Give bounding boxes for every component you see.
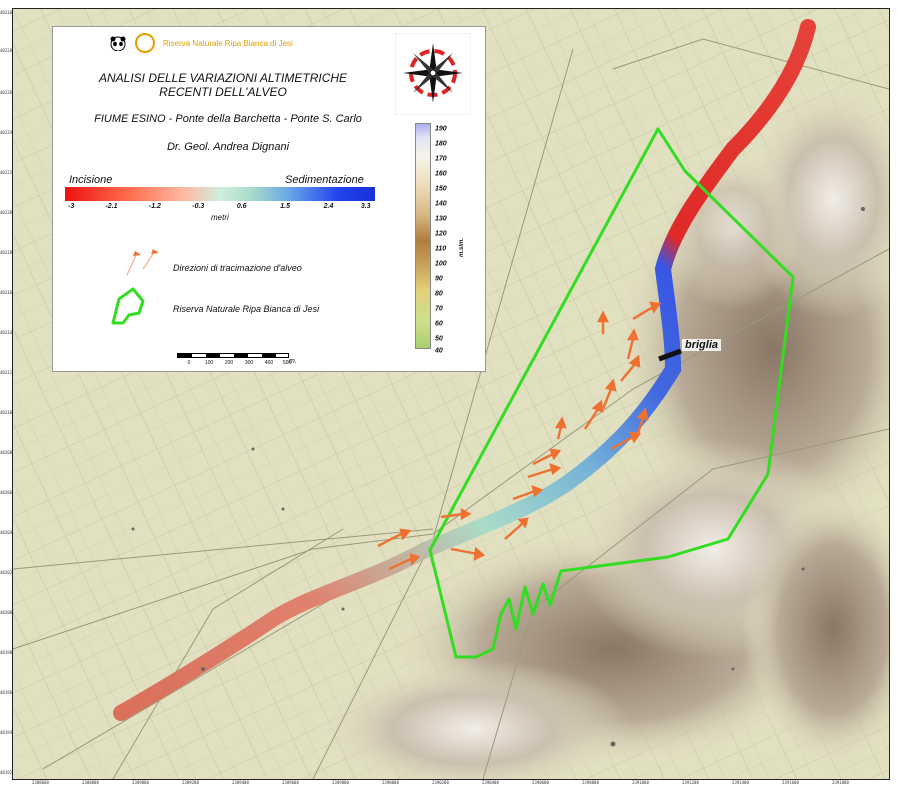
reserve-logo-text: Riserva Naturale Ripa Bianca di Jesi [163, 38, 293, 48]
map-author: Dr. Geol. Andrea Dignani [166, 141, 290, 153]
overflow-arrow-symbol [126, 249, 159, 276]
elevation-tick: 80 [435, 290, 443, 298]
colorbar-unit: metri [211, 213, 229, 222]
elevation-tick: 130 [435, 215, 447, 223]
scale-tick: 200 [224, 360, 234, 366]
elevation-tick: 100 [435, 260, 447, 268]
scale-tick: 400 [264, 360, 274, 366]
compass-rose-icon [395, 33, 471, 115]
elevation-colorbar [415, 123, 431, 349]
elevation-tick: 190 [435, 125, 447, 133]
reserve-boundary-symbol [111, 287, 145, 325]
elevation-unit: m.slm. [459, 237, 465, 257]
scale-ticks: 0 100 200 300 400 500 [177, 360, 317, 368]
overflow-arrows [377, 301, 662, 571]
reserve-boundary-legend-label: Riserva Naturale Ripa Bianca di Jesi [173, 304, 320, 314]
scale-unit: m. [289, 358, 297, 365]
elevation-tick: 90 [435, 275, 443, 283]
scale-tick: 100 [204, 360, 214, 366]
title-line-1: ANALISI DELLE VARIAZIONI ALTIMETRICHE [98, 71, 348, 85]
elevation-tick: 150 [435, 185, 447, 193]
briglia-dam [658, 348, 682, 362]
title-line-2: RECENTI DELL'ALVEO [159, 85, 287, 99]
map-subtitle: FIUME ESINO - Ponte della Barchetta - Po… [94, 113, 362, 125]
elevation-tick: 180 [435, 140, 447, 148]
elevation-tick: 60 [435, 320, 443, 328]
scale-tick: 500 [282, 360, 292, 366]
reserve-boundary [428, 127, 795, 659]
elevation-tick-labels: 190 180 170 160 150 140 130 120 110 100 … [435, 123, 459, 355]
reserve-logo-icon [135, 33, 155, 53]
map-legend: Riserva Naturale Ripa Bianca di Jesi ANA… [52, 26, 486, 372]
sedimentazione-label: Sedimentazione [285, 174, 364, 186]
elevation-tick: 110 [435, 245, 447, 253]
overflow-arrow-legend-label: Direzioni di tracimazione d'alveo [173, 263, 302, 273]
colorbar-tick: 2.4 [323, 203, 334, 210]
survey-points [131, 207, 865, 747]
map-title: ANALISI DELLE VARIAZIONI ALTIMETRICHE RE… [73, 71, 373, 99]
scale-tick: 0 [187, 360, 191, 366]
colorbar-tick: -0.3 [192, 203, 205, 210]
incisione-label: Incisione [69, 174, 113, 186]
elevation-tick: 170 [435, 155, 447, 163]
elevation-tick: 120 [435, 230, 447, 238]
colorbar-tick: 0.6 [236, 203, 247, 210]
esino-river [113, 19, 816, 721]
elevation-tick: 50 [435, 335, 443, 343]
colorbar-tick: -1.2 [148, 203, 161, 210]
colorbar-tick: -2.1 [105, 203, 118, 210]
elevation-tick: 160 [435, 170, 447, 178]
elevation-tick: 140 [435, 200, 447, 208]
colorbar-tick: 3.3 [360, 203, 371, 210]
logo-row: Riserva Naturale Ripa Bianca di Jesi [109, 33, 293, 53]
elevation-tick: 40 [435, 347, 443, 355]
scale-bar [177, 353, 289, 358]
wwf-panda-icon [110, 36, 126, 51]
elevation-tick: 70 [435, 305, 443, 313]
colorbar-tick: 1.5 [280, 203, 290, 210]
briglia-label: briglia [682, 339, 722, 351]
hillshade-relief [313, 79, 889, 779]
scale-tick: 300 [244, 360, 254, 366]
elevation-change-colorbar [65, 187, 375, 201]
colorbar-ticks: -3 -2.1 -1.2 -0.3 0.6 1.5 2.4 3.3 [65, 203, 375, 213]
colorbar-tick: -3 [68, 203, 75, 210]
